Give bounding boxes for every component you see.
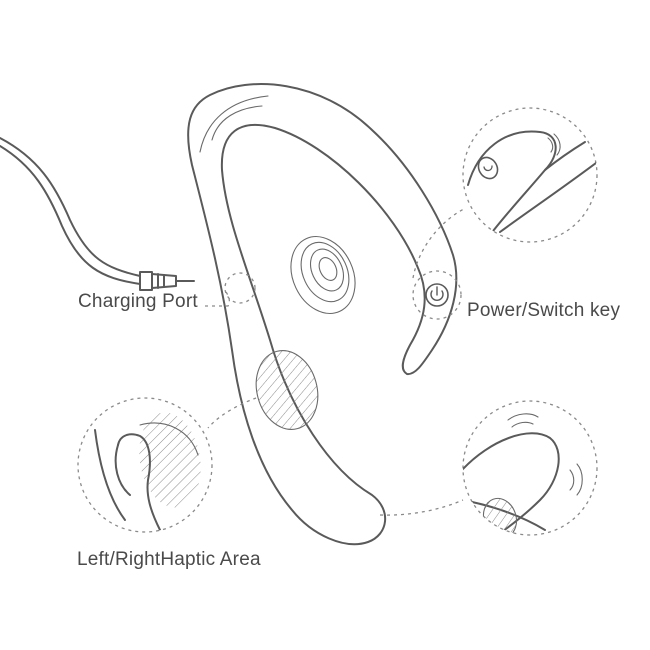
- power-key-marker: [412, 270, 462, 320]
- zoom-tip-vibration: [462, 400, 598, 536]
- power-button-icon: [425, 283, 449, 307]
- haptic-area-marker: [255, 350, 319, 430]
- textured-ring-area: [290, 236, 356, 314]
- vibration-waves-icon: [507, 413, 583, 496]
- power-switch-key-label: Power/Switch key: [467, 300, 621, 321]
- finger-press-icon: [94, 429, 161, 531]
- haptic-area-label: Left/RightHaptic Area: [77, 549, 261, 570]
- charging-port-marker: [224, 272, 256, 304]
- zoom-power-key: [462, 107, 598, 243]
- charging-port-label: Charging Port: [78, 291, 198, 312]
- haptic-leader-left: [207, 397, 257, 429]
- haptic-leader-right: [379, 499, 464, 516]
- charging-leader: [205, 291, 231, 307]
- charging-cable-icon: [0, 137, 195, 291]
- vibration-waves-icon: [547, 133, 561, 156]
- device-body: [187, 83, 458, 546]
- zoom-haptic-press: [77, 397, 213, 533]
- power-leader-up: [412, 207, 467, 279]
- power-button-icon: [477, 156, 499, 180]
